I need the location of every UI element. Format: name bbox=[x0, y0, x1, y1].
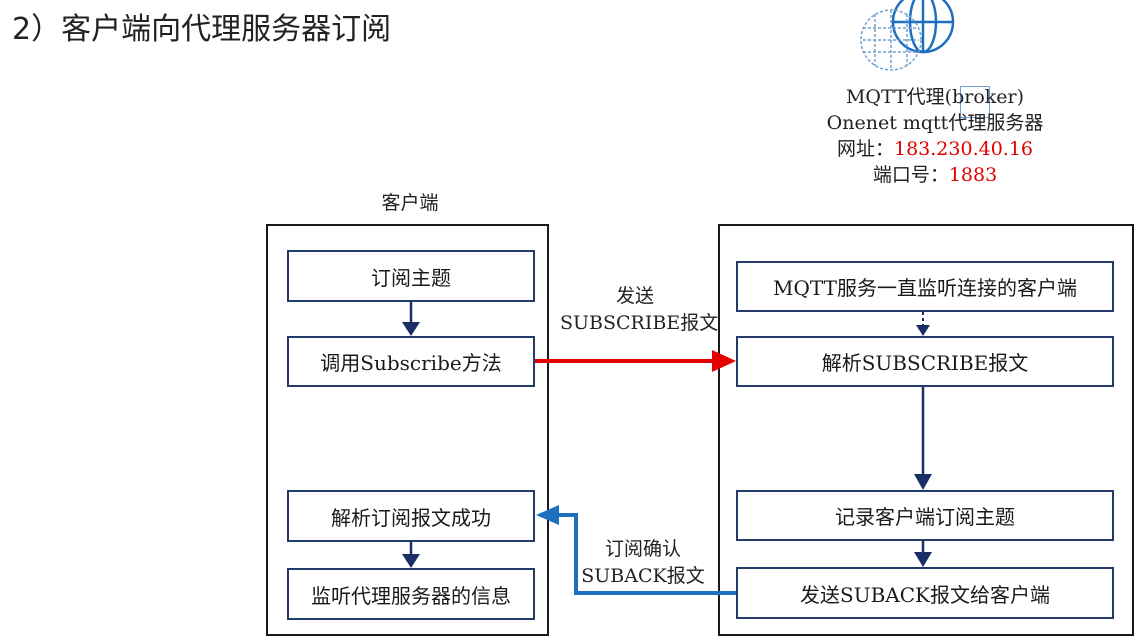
server-step-send-suback: 发送SUBACK报文给客户端 bbox=[736, 567, 1114, 619]
broker-port: 端口号：1883 bbox=[872, 164, 998, 186]
broker-device-icon bbox=[960, 86, 990, 118]
broker-address: 网址：183.230.40.16 bbox=[836, 138, 1034, 160]
broker-address-value: 183.230.40.16 bbox=[894, 138, 1034, 160]
client-step-parse-success: 解析订阅报文成功 bbox=[287, 490, 535, 542]
client-step-listen-broker: 监听代理服务器的信息 bbox=[287, 568, 535, 620]
broker-service: Onenet mqtt代理服务器 bbox=[826, 112, 1044, 134]
server-flow-arrow-3 bbox=[914, 541, 932, 567]
server-step-record-topic: 记录客户端订阅主题 bbox=[736, 490, 1114, 541]
server-flow-arrow-2 bbox=[914, 387, 932, 490]
globe-network-icon bbox=[860, 0, 955, 71]
client-step-subscribe-topic: 订阅主题 bbox=[287, 250, 535, 302]
client-step-call-subscribe: 调用Subscribe方法 bbox=[287, 336, 535, 387]
send-arrow-label: 发送 SUBSCRIBE报文 bbox=[560, 285, 719, 334]
broker-info: MQTT代理(broker) Onenet mqtt代理服务器 网址：183.2… bbox=[760, 84, 1110, 188]
server-flow-arrow-dashed bbox=[916, 312, 930, 336]
ack-arrow-label: 订阅确认 SUBACK报文 bbox=[581, 538, 705, 587]
broker-name: MQTT代理(broker) bbox=[845, 86, 1025, 108]
broker-port-value: 1883 bbox=[948, 164, 998, 186]
client-flow-arrow-1 bbox=[402, 302, 420, 336]
server-step-parse-subscribe: 解析SUBSCRIBE报文 bbox=[736, 336, 1114, 387]
client-label: 客户端 bbox=[381, 192, 439, 214]
server-step-listen-clients: MQTT服务一直监听连接的客户端 bbox=[736, 261, 1114, 312]
send-subscribe-arrow bbox=[535, 350, 736, 372]
client-flow-arrow-2 bbox=[402, 542, 420, 568]
page-title: 2）客户端向代理服务器订阅 bbox=[12, 12, 392, 47]
suback-arrow bbox=[536, 505, 736, 595]
